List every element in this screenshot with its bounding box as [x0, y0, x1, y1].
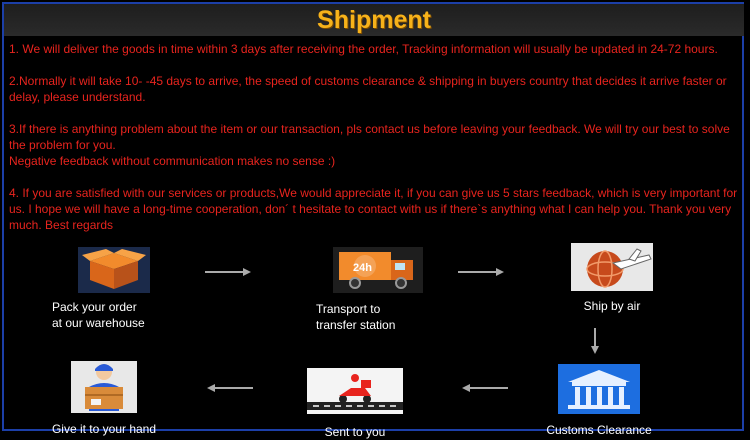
- arrow-down-icon: [591, 328, 599, 354]
- note-1: 1. We will deliver the goods in time wit…: [9, 42, 718, 56]
- step-pack-line2: at our warehouse: [52, 316, 145, 330]
- step-transport-line1: Transport to: [316, 302, 381, 316]
- note-3: 3.If there is anything problem about the…: [9, 121, 741, 169]
- step-give-to-hand: Give it to your hand: [34, 361, 174, 437]
- truck-badge: 24h: [353, 262, 372, 274]
- step-transport: 24h Transport to transfer station: [308, 247, 448, 333]
- step-pack-line1: Pack your order: [52, 300, 137, 314]
- airplane-globe-icon: [571, 243, 653, 291]
- step-sent-to-you: Sent to you: [285, 368, 425, 440]
- arrow-left-icon: [207, 384, 253, 392]
- delivery-man-icon: [71, 361, 137, 413]
- page-title: Shipment: [317, 5, 431, 34]
- note-4: 4. If you are satisfied with our service…: [9, 186, 738, 232]
- arrow-right-icon: [458, 268, 504, 276]
- arrow-right-icon: [205, 268, 251, 276]
- step-air-label: Ship by air: [583, 299, 641, 313]
- step-transport-line2: transfer station: [316, 318, 396, 332]
- note-2: 2.Normally it will take 10- -45 days to …: [9, 74, 727, 104]
- title-banner: Shipment: [4, 4, 744, 36]
- step-customs: Customs Clearance: [529, 364, 669, 438]
- delivery-truck-icon: 24h: [333, 247, 423, 293]
- step-give-label: Give it to your hand: [51, 422, 157, 436]
- step-sent-label: Sent to you: [324, 425, 386, 439]
- note-3-remark: Negative feedback without communication …: [9, 154, 336, 168]
- step-pack-order: Pack your order at our warehouse: [44, 247, 184, 331]
- arrow-left-icon: [462, 384, 508, 392]
- scooter-courier-icon: [307, 368, 403, 414]
- note-3-text: 3.If there is anything problem about the…: [9, 122, 730, 152]
- customs-building-icon: [558, 364, 640, 414]
- box-icon: [78, 247, 150, 293]
- shipment-notes: 1. We will deliver the goods in time wit…: [9, 41, 741, 233]
- page-border: [2, 2, 744, 431]
- step-customs-label: Customs Clearance: [546, 423, 652, 437]
- step-ship-by-air: Ship by air: [542, 243, 682, 314]
